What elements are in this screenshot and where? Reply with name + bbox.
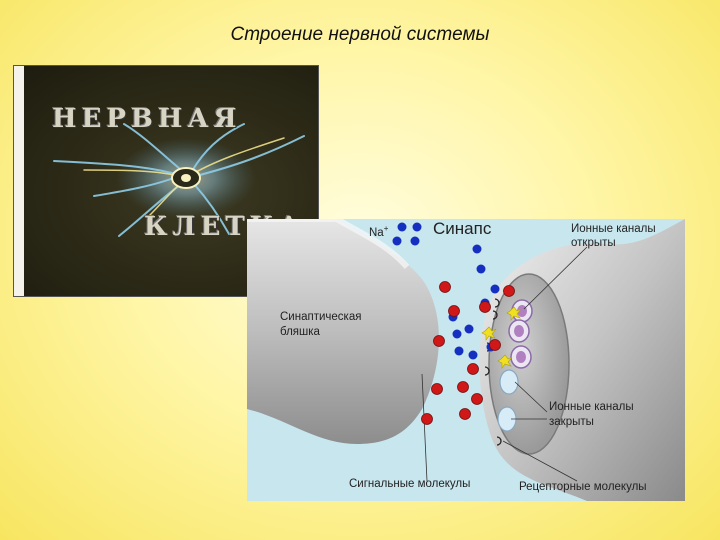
activation-stars xyxy=(481,306,522,369)
slide-title: Строение нервной системы xyxy=(230,24,490,45)
label-leaders xyxy=(421,246,588,482)
plaque-label-line1: Синаптическая xyxy=(280,311,362,323)
photo-caption-top: НЕРВНАЯ xyxy=(52,104,242,134)
nerve-cell-photo: НЕРВНАЯ КЛЕТКА xyxy=(13,65,319,297)
signal-molecules-label: Сигнальные молекулы xyxy=(349,478,471,490)
open-channels-label-line1: Ионные каналы xyxy=(571,223,656,235)
receptor-molecules-label: Рецепторные молекулы xyxy=(519,481,647,493)
synapse-diagram: Na+ Синапс Ионные каналы открыты Синапти… xyxy=(247,219,685,501)
open-channels-label-line2: открыты xyxy=(571,237,616,249)
plaque-label-line2: бляшка xyxy=(280,326,320,338)
closed-ion-channels xyxy=(497,369,519,432)
neuron-illustration xyxy=(53,123,305,237)
sodium-label: Na+ xyxy=(369,224,389,239)
presynaptic-terminal xyxy=(247,219,439,444)
closed-channels-label-line1: Ионные каналы xyxy=(549,401,634,413)
sodium-ions xyxy=(392,222,500,360)
photo-edge-band xyxy=(14,66,24,296)
signal-molecules xyxy=(421,281,515,425)
synapse-label: Синапс xyxy=(433,219,492,238)
synapse-drawing xyxy=(247,219,685,501)
closed-channels-label-line2: закрыты xyxy=(549,416,594,428)
